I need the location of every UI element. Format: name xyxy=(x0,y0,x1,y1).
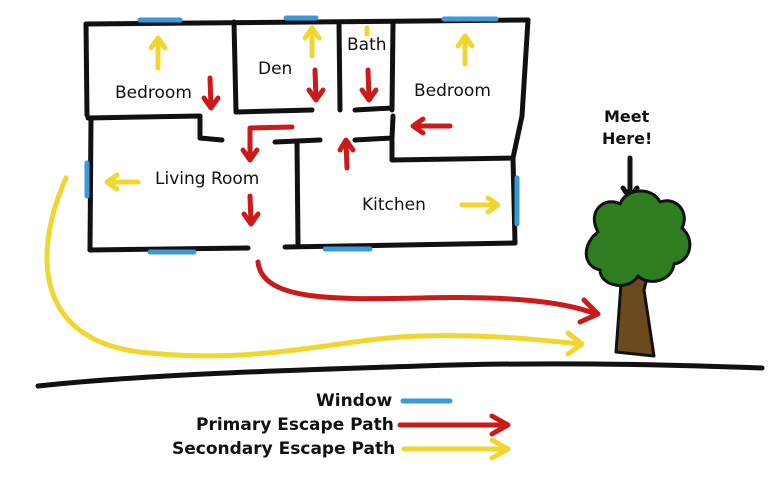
primary-arrow-kitchen xyxy=(337,137,356,171)
secondary-arrow-bedroom-left xyxy=(148,35,168,71)
legend-primary-label: Primary Escape Path xyxy=(196,415,394,435)
secondary-arrow-kitchen xyxy=(459,195,501,215)
meet-here-line1: Meet xyxy=(604,107,650,126)
room-label-den: Den xyxy=(258,59,292,79)
secondary-arrow-bedroom-right xyxy=(455,33,475,67)
primary-arrow-den xyxy=(306,67,326,103)
secondary-arrow-living-room xyxy=(104,172,141,192)
legend-primary: Primary Escape Path xyxy=(196,413,511,437)
meet-here-line2: Here! xyxy=(602,129,652,148)
legend-secondary: Secondary Escape Path xyxy=(172,437,511,461)
room-label-bedroom-left: Bedroom xyxy=(115,83,192,103)
room-label-bedroom-right: Bedroom xyxy=(414,81,491,101)
secondary-escape-arrows xyxy=(44,25,585,359)
tree xyxy=(584,189,692,358)
wall-bath-bottom xyxy=(352,105,395,113)
room-label-bath: Bath xyxy=(347,35,387,55)
wall-den-bath xyxy=(336,19,343,113)
outer-wall-bottom-right xyxy=(282,240,518,250)
outer-wall-right-upper xyxy=(519,17,531,119)
secondary-arrow-to-meeting-point xyxy=(44,175,585,359)
primary-arrow-hall xyxy=(240,124,295,163)
primary-escape-arrows xyxy=(201,67,601,325)
legend-window-label: Window xyxy=(316,391,393,411)
outer-wall-bottom-left xyxy=(87,245,251,253)
legend-window: Window xyxy=(316,391,453,411)
secondary-arrow-den xyxy=(302,25,322,59)
legend: Window Primary Escape Path Secondary Esc… xyxy=(172,391,511,461)
tree-canopy xyxy=(584,189,692,287)
kitchen-wall-right xyxy=(510,155,518,246)
primary-arrow-to-meeting-point xyxy=(255,259,601,325)
house-walls xyxy=(83,17,531,253)
ground-line xyxy=(35,361,765,389)
meeting-point: Meet Here! xyxy=(602,107,652,201)
wall-bedroom-living xyxy=(85,113,225,143)
wall-bedroom-den xyxy=(231,19,239,115)
wall-bedroom-right-lower xyxy=(352,113,396,143)
room-labels: Bedroom Den Bath Bedroom Living Room Kit… xyxy=(115,35,491,215)
legend-secondary-label: Secondary Escape Path xyxy=(172,439,395,459)
outer-wall-left-lower xyxy=(87,115,94,253)
legend-secondary-swatch xyxy=(401,437,511,461)
wall-kitchen-top xyxy=(389,113,525,163)
room-label-kitchen: Kitchen xyxy=(362,195,426,215)
primary-arrow-bath xyxy=(359,67,379,103)
primary-arrow-living-room xyxy=(241,193,261,227)
room-label-living-room: Living Room xyxy=(155,169,259,189)
primary-arrow-bedroom-left xyxy=(201,75,221,111)
wall-living-kitchen xyxy=(294,139,301,249)
outer-wall-left-upper xyxy=(83,21,90,118)
windows xyxy=(84,15,520,255)
primary-arrow-bedroom-right xyxy=(410,116,453,136)
wall-bath-bedroom xyxy=(389,21,396,113)
wall-den-bottom xyxy=(233,107,315,115)
legend-primary-swatch xyxy=(397,413,511,437)
